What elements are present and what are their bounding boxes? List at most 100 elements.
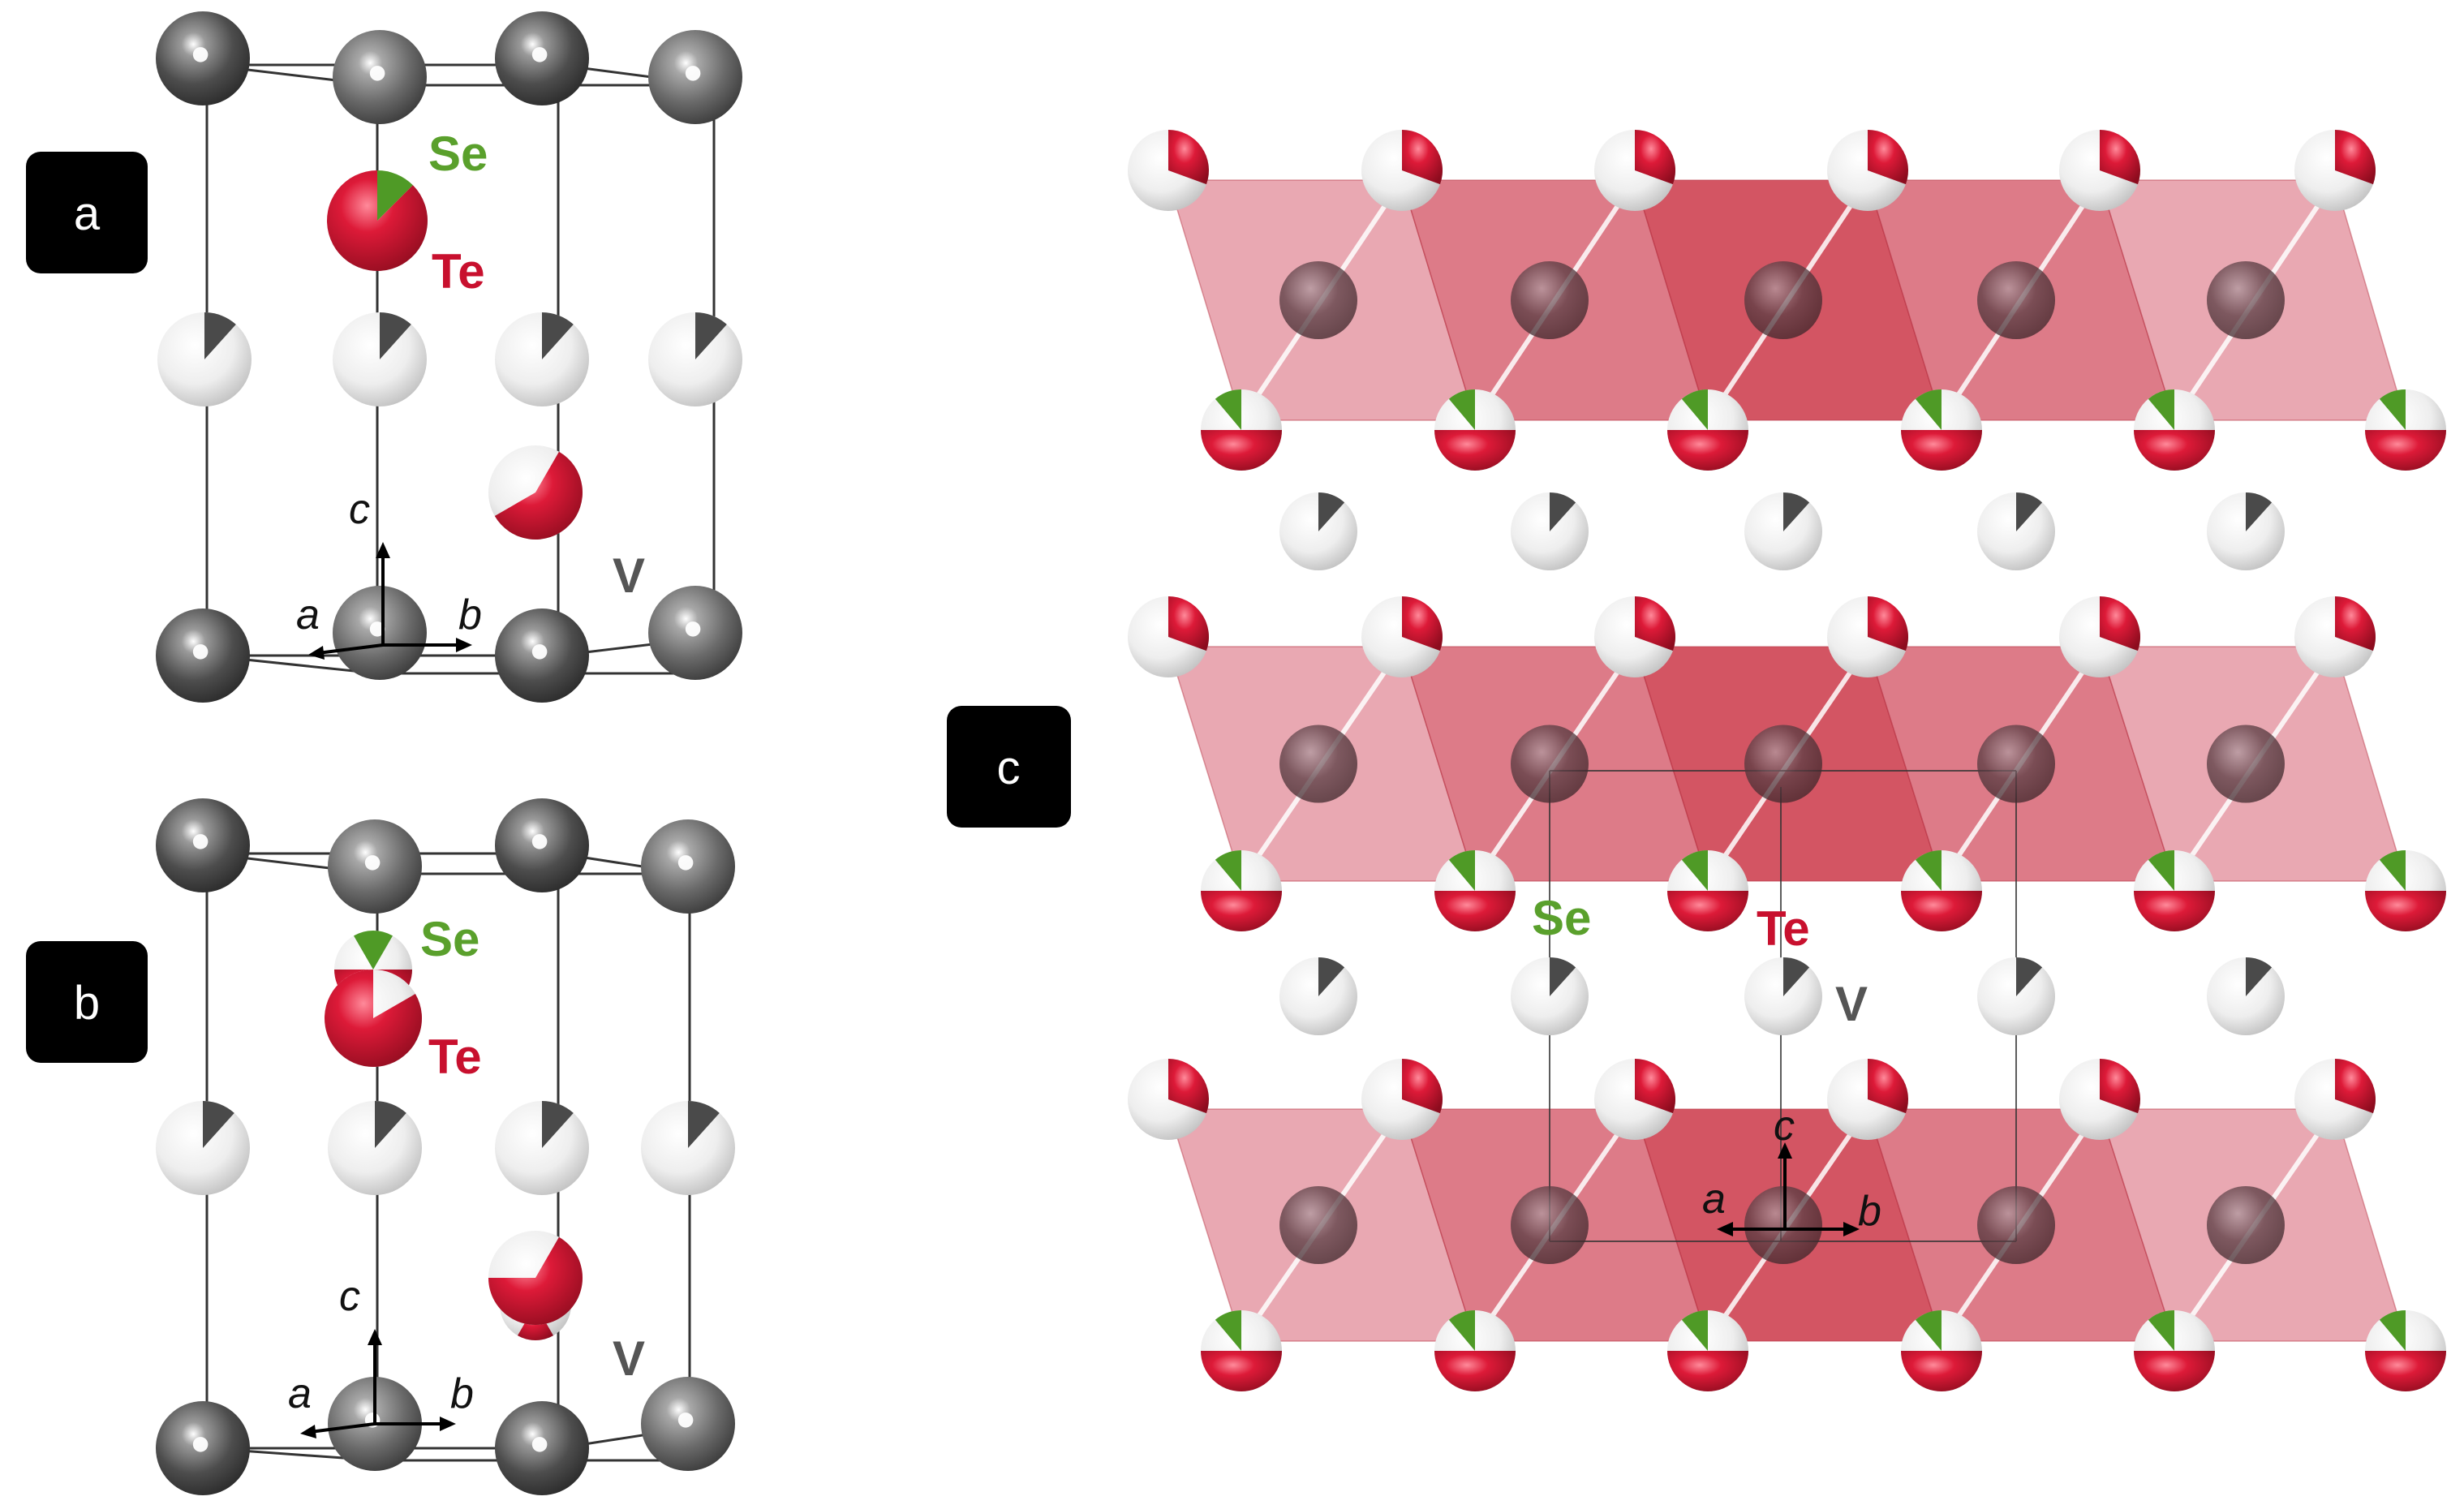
v-atom-partial (1279, 492, 1357, 570)
te-se-atom (2294, 596, 2376, 677)
panel-tag-b: b (26, 941, 148, 1063)
panel-tag-b-text: b (74, 977, 100, 1030)
v-atom-partial (1977, 957, 2055, 1035)
te-se-atom (2134, 1310, 2215, 1391)
v-label: V (613, 1331, 645, 1386)
te-se-atom (1594, 1059, 1675, 1140)
v-atom (495, 11, 589, 105)
panel-tag-c-text: c (997, 742, 1021, 794)
v-atom-inside-layer (1744, 261, 1822, 339)
te-se-atom (1667, 389, 1748, 471)
te-se-atom (488, 445, 583, 540)
v-atom-inside-layer (1511, 1186, 1589, 1264)
v-atom-inside-layer (1279, 725, 1357, 803)
te-se-atom (488, 1231, 583, 1325)
te-se-atom (2059, 130, 2140, 211)
te-se-atom (1827, 1059, 1908, 1140)
te-se-atom (2059, 596, 2140, 677)
te-se-atom (1667, 850, 1748, 931)
te-label: Te (1757, 901, 1810, 956)
axis-triad (300, 1329, 456, 1438)
v-atom-partial (1511, 492, 1589, 570)
v-atom-partial (2207, 492, 2285, 570)
te-se-atom (1827, 596, 1909, 677)
axis-triad (1717, 1142, 1860, 1236)
te-se-atom (1201, 1310, 1282, 1391)
v-label: V (613, 548, 645, 603)
axis-a-label: a (288, 1370, 312, 1417)
v-atom-partial (495, 312, 589, 406)
v-atom-inside-layer (2207, 1186, 2285, 1264)
te-se-atom (2365, 389, 2446, 471)
te-se-atom (1201, 850, 1282, 931)
axis-b-label: b (1858, 1188, 1881, 1235)
v-atom (641, 1377, 735, 1471)
v-atom (333, 30, 427, 124)
v-atom-partial (156, 1101, 250, 1195)
axis-a-label: a (296, 591, 320, 639)
panel-tag-c: c (947, 706, 1071, 828)
v-atom-partial (1744, 492, 1822, 570)
te-se-atom (327, 170, 428, 271)
v-atom (641, 819, 735, 914)
v-atom-partial (1977, 492, 2055, 570)
panel-tag-a: a (26, 152, 148, 273)
te-se-atom (1361, 1059, 1443, 1140)
v-atom-inside-layer (2207, 725, 2285, 803)
v-label: V (1835, 977, 1868, 1031)
te-se-atom (2059, 1059, 2140, 1140)
v-atom-partial (1511, 957, 1589, 1035)
panel-c: c a b Se Te V (1128, 130, 2446, 1391)
v-atom-inside-layer (1744, 725, 1822, 803)
se-label: Se (428, 127, 488, 181)
v-atom-partial (1744, 957, 1822, 1035)
atom-layer (1128, 130, 2446, 1391)
v-atom (495, 1401, 589, 1495)
te-se-atom (2134, 389, 2215, 471)
v-atom-inside-layer (1279, 261, 1357, 339)
se-label: Se (420, 912, 479, 966)
te-se-atom (1434, 1310, 1516, 1391)
axis-b-label: b (458, 591, 482, 639)
v-atom-inside-layer (1977, 1186, 2055, 1264)
v-atom (648, 586, 742, 680)
v-atom-inside-layer (1511, 261, 1589, 339)
te-label: Te (428, 1030, 482, 1084)
v-atom (156, 1401, 250, 1495)
v-atom-inside-layer (1279, 1186, 1357, 1264)
te-label: Te (432, 244, 485, 299)
v-atom-partial (495, 1101, 589, 1195)
axis-a-label: a (1702, 1176, 1726, 1223)
v-atom (156, 11, 250, 105)
v-atom-partial (2207, 957, 2285, 1035)
te-se-atom (1901, 1310, 1982, 1391)
v-atom-inside-layer (1977, 261, 2055, 339)
te-se-atom (2294, 130, 2376, 211)
v-atom-partial (641, 1101, 735, 1195)
te-se-atom (1594, 596, 1675, 677)
v-atom (648, 30, 742, 124)
v-atom (156, 798, 250, 892)
v-atom-partial (328, 1101, 422, 1195)
te-se-atom (1594, 130, 1676, 211)
v-atom-partial (333, 312, 427, 406)
axis-c-label: c (339, 1273, 360, 1320)
te-se-atom (2294, 1059, 2376, 1140)
axis-c-label: c (349, 486, 370, 533)
axis-b-label: b (450, 1370, 474, 1417)
te-se-atom (1361, 596, 1443, 677)
te-se-atom (1128, 1059, 1209, 1140)
v-atom-partial (648, 312, 742, 406)
te-se-atom (1827, 130, 1908, 211)
te-se-atom (2365, 850, 2446, 931)
v-atom (156, 608, 250, 703)
v-atom (328, 819, 422, 914)
se-label: Se (1532, 891, 1591, 945)
panel-tag-a-text: a (74, 187, 101, 240)
te-se-atom (1434, 850, 1516, 931)
te-se-atom (324, 970, 422, 1068)
v-atom-inside-layer (1977, 725, 2055, 803)
panel-a: c a b Se Te V (156, 11, 742, 703)
panel-b: c a b Se Te V (156, 798, 735, 1495)
